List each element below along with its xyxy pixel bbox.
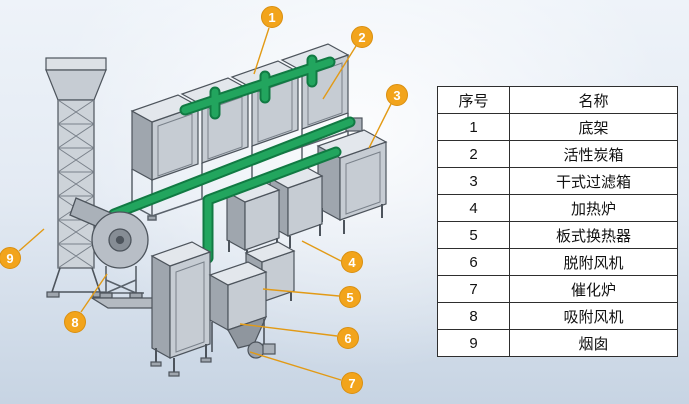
part-number: 2	[437, 140, 510, 168]
part-name: 干式过滤箱	[509, 167, 678, 195]
table-row: 1 底架	[437, 113, 678, 141]
callout-7: 7	[341, 372, 363, 394]
header-serial-number: 序号	[437, 86, 510, 114]
part-name: 板式换热器	[509, 221, 678, 249]
chimney-tower	[45, 57, 107, 298]
callout-6: 6	[337, 327, 359, 349]
part-name: 底架	[509, 113, 678, 141]
callout-4: 4	[341, 251, 363, 273]
part-number: 7	[437, 275, 510, 303]
callout-3: 3	[386, 84, 408, 106]
pipe-network	[108, 54, 356, 264]
table-row: 5 板式换热器	[437, 221, 678, 249]
callout-2: 2	[351, 26, 373, 48]
plate-heat-exchanger-unit	[225, 179, 281, 262]
desorption-fan-cabinet	[150, 241, 212, 377]
table-header-row: 序号 名称	[437, 86, 678, 114]
table-row: 9 烟囱	[437, 329, 678, 357]
adsorption-fan	[69, 197, 171, 309]
part-number: 4	[437, 194, 510, 222]
table-row: 6 脱附风机	[437, 248, 678, 276]
part-number: 3	[437, 167, 510, 195]
table-row: 8 吸附风机	[437, 302, 678, 330]
callout-8: 8	[64, 311, 86, 333]
leader-lines	[18, 27, 392, 381]
callout-5: 5	[339, 286, 361, 308]
callout-9: 9	[0, 247, 21, 269]
table-row: 3 干式过滤箱	[437, 167, 678, 195]
parts-table: 序号 名称 1 底架 2 活性炭箱 3 干式过滤箱 4 加热炉 5	[437, 86, 678, 357]
part-name: 吸附风机	[509, 302, 678, 330]
catalytic-furnace-unit	[208, 261, 276, 359]
table-row: 7 催化炉	[437, 275, 678, 303]
part-name: 烟囱	[509, 329, 678, 357]
part-number: 6	[437, 248, 510, 276]
part-number: 5	[437, 221, 510, 249]
part-name: 活性炭箱	[509, 140, 678, 168]
part-number: 9	[437, 329, 510, 357]
part-number: 1	[437, 113, 510, 141]
dry-filter-box	[316, 117, 388, 234]
table-row: 4 加热炉	[437, 194, 678, 222]
part-name: 加热炉	[509, 194, 678, 222]
part-number: 8	[437, 302, 510, 330]
header-part-name: 名称	[509, 86, 678, 114]
part-name: 脱附风机	[509, 248, 678, 276]
table-row: 2 活性炭箱	[437, 140, 678, 168]
part-name: 催化炉	[509, 275, 678, 303]
callout-1: 1	[261, 6, 283, 28]
